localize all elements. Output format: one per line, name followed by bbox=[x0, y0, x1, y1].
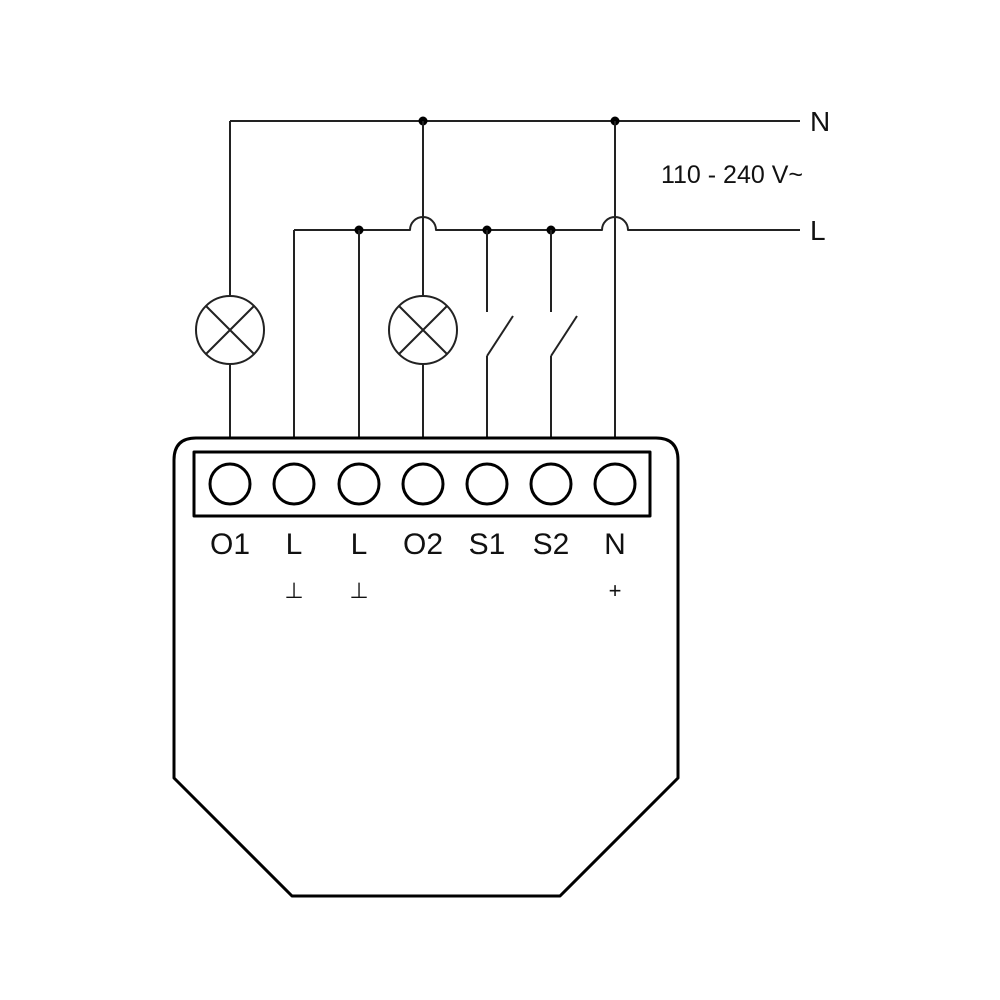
lamp-o2-icon bbox=[388, 295, 458, 365]
device-body bbox=[172, 436, 680, 898]
terminal-n bbox=[593, 462, 637, 506]
feed-wires bbox=[229, 121, 616, 438]
terminal-label-s2: S2 bbox=[533, 528, 570, 561]
terminal-screws bbox=[208, 462, 637, 506]
terminal-block bbox=[192, 450, 652, 518]
lamp-o1-icon bbox=[195, 295, 265, 365]
terminal-label-n: N bbox=[604, 528, 626, 561]
terminal-sub-n: + bbox=[609, 578, 622, 603]
neutral-line bbox=[230, 116, 800, 126]
terminal-sub-l1: ⊥ bbox=[284, 578, 303, 603]
terminal-sub-labels: ⊥ ⊥ + bbox=[284, 578, 621, 603]
terminal-s2 bbox=[529, 462, 573, 506]
terminal-o1 bbox=[208, 462, 252, 506]
switch-s1-icon bbox=[486, 315, 514, 357]
terminal-label-o1: O1 bbox=[210, 528, 250, 561]
terminal-sub-l2: ⊥ bbox=[349, 578, 368, 603]
terminal-o2 bbox=[401, 462, 445, 506]
terminal-label-l2: L bbox=[351, 528, 368, 561]
terminal-l2 bbox=[337, 462, 381, 506]
neutral-line-label: N bbox=[810, 106, 830, 137]
live-line bbox=[294, 216, 800, 235]
live-line-label: L bbox=[810, 215, 826, 246]
switch-s2-icon bbox=[550, 315, 578, 357]
terminal-label-s1: S1 bbox=[469, 528, 506, 561]
terminal-s1 bbox=[465, 462, 509, 506]
terminal-label-l1: L bbox=[286, 528, 303, 561]
terminal-l1 bbox=[272, 462, 316, 506]
terminal-label-o2: O2 bbox=[403, 528, 443, 561]
voltage-label: 110 - 240 V~ bbox=[661, 161, 803, 189]
terminal-labels: O1 L L O2 S1 S2 N bbox=[210, 528, 626, 561]
